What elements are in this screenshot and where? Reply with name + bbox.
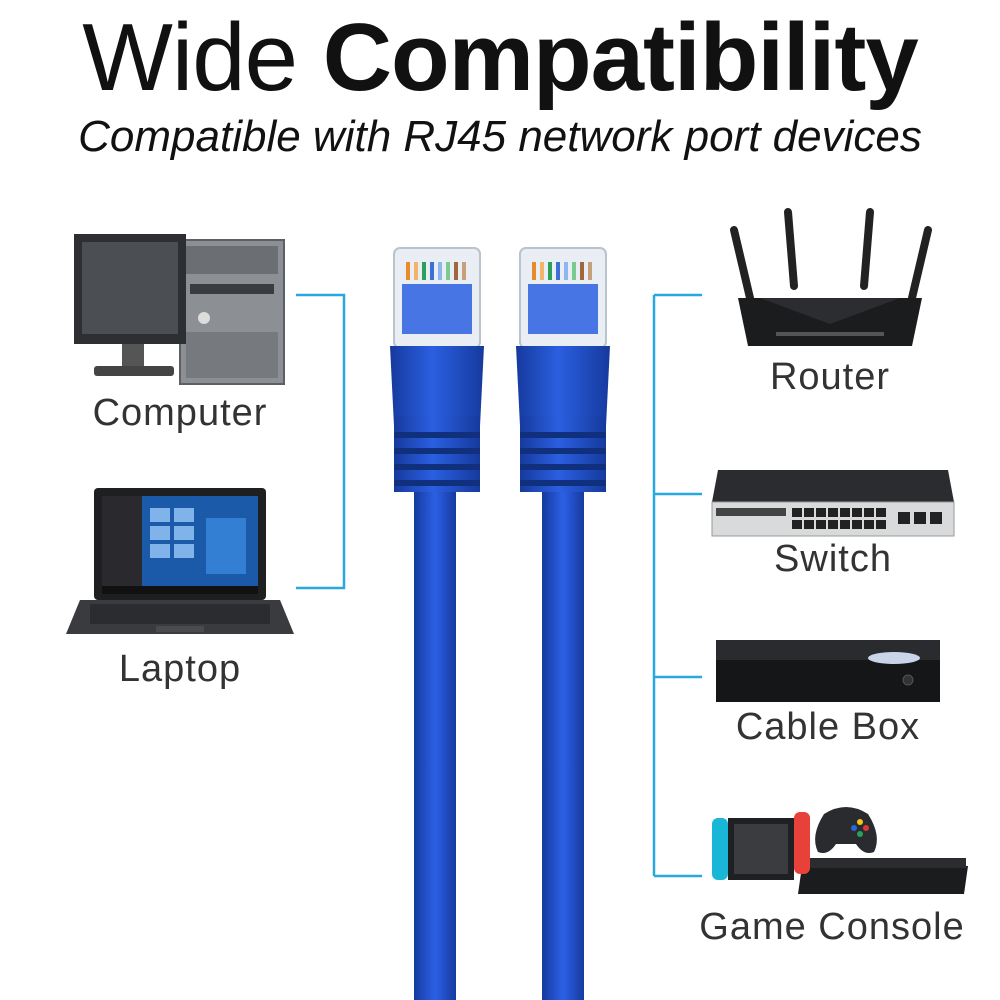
left-plug [390, 247, 484, 1000]
right-plug [516, 247, 610, 1000]
device-label-game-console: Game Console [699, 906, 965, 948]
game-console-icon [712, 807, 968, 894]
cable-box-icon [716, 640, 940, 702]
page-subtitle: Compatible with RJ45 network port device… [78, 112, 922, 161]
title-light: Wide [82, 4, 298, 111]
desktop-computer-icon [74, 234, 285, 385]
network-switch-icon [711, 470, 955, 537]
laptop-icon [66, 488, 294, 634]
device-label-router: Router [769, 356, 891, 398]
device-label-cable-box: Cable Box [735, 706, 921, 748]
left-bracket-line [296, 293, 346, 590]
router-icon [730, 208, 932, 346]
device-label-laptop: Laptop [118, 648, 242, 690]
title-bold: Compatibility [322, 4, 919, 111]
page-title: Wide Compatibility [0, 6, 1000, 110]
ethernet-cable-icon [390, 247, 610, 1000]
device-label-computer: Computer [92, 392, 268, 434]
device-label-switch: Switch [774, 538, 892, 580]
